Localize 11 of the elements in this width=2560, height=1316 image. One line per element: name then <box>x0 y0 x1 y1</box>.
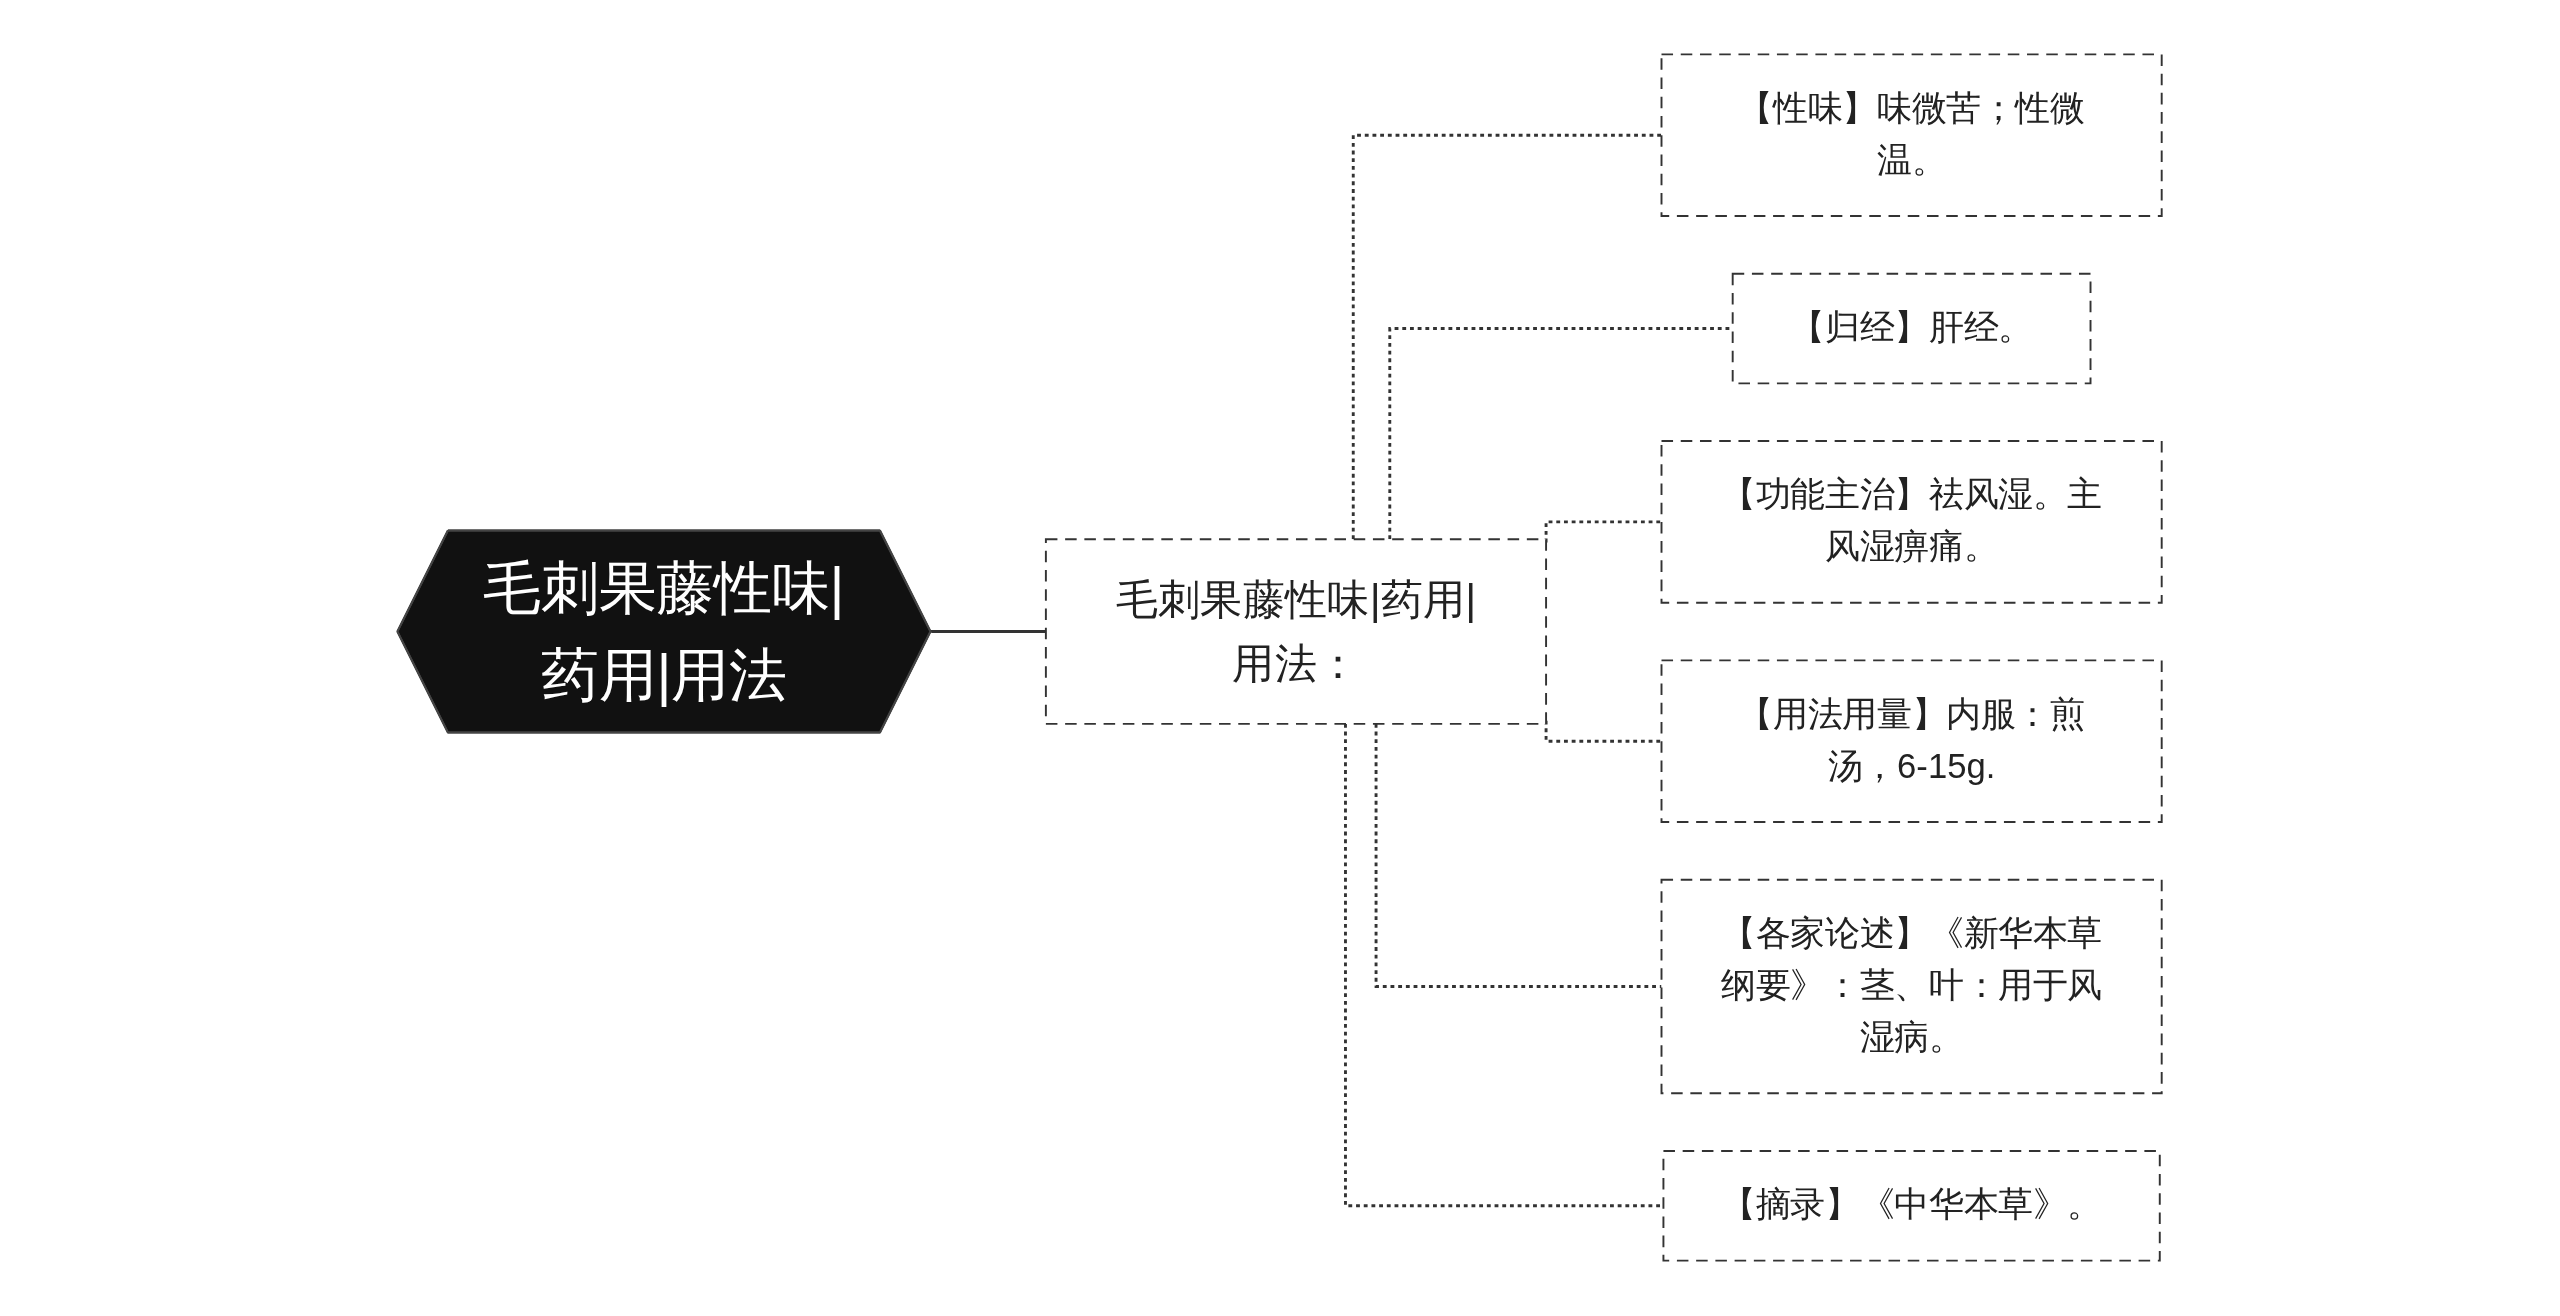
node-box: 【功能主治】祛风湿。主风湿痹痛。 <box>1661 440 2164 605</box>
node-box: 【摘录】《中华本草》。 <box>1662 1150 2162 1263</box>
connector <box>1545 520 1662 543</box>
node-box: 【归经】肝经。 <box>1732 273 2092 385</box>
node-box: 【性味】味微苦；性微温。 <box>1661 53 2164 218</box>
connector <box>1352 134 1662 540</box>
node-box: 毛刺果藤性味|药用|用法： <box>1045 538 1548 726</box>
node-box: 【用法用量】内服：煎汤，6-15g. <box>1661 659 2164 824</box>
node-box: 【各家论述】《新华本草纲要》：茎、叶：用于风湿病。 <box>1661 879 2164 1095</box>
connector <box>1545 721 1662 744</box>
connector <box>930 630 1047 635</box>
